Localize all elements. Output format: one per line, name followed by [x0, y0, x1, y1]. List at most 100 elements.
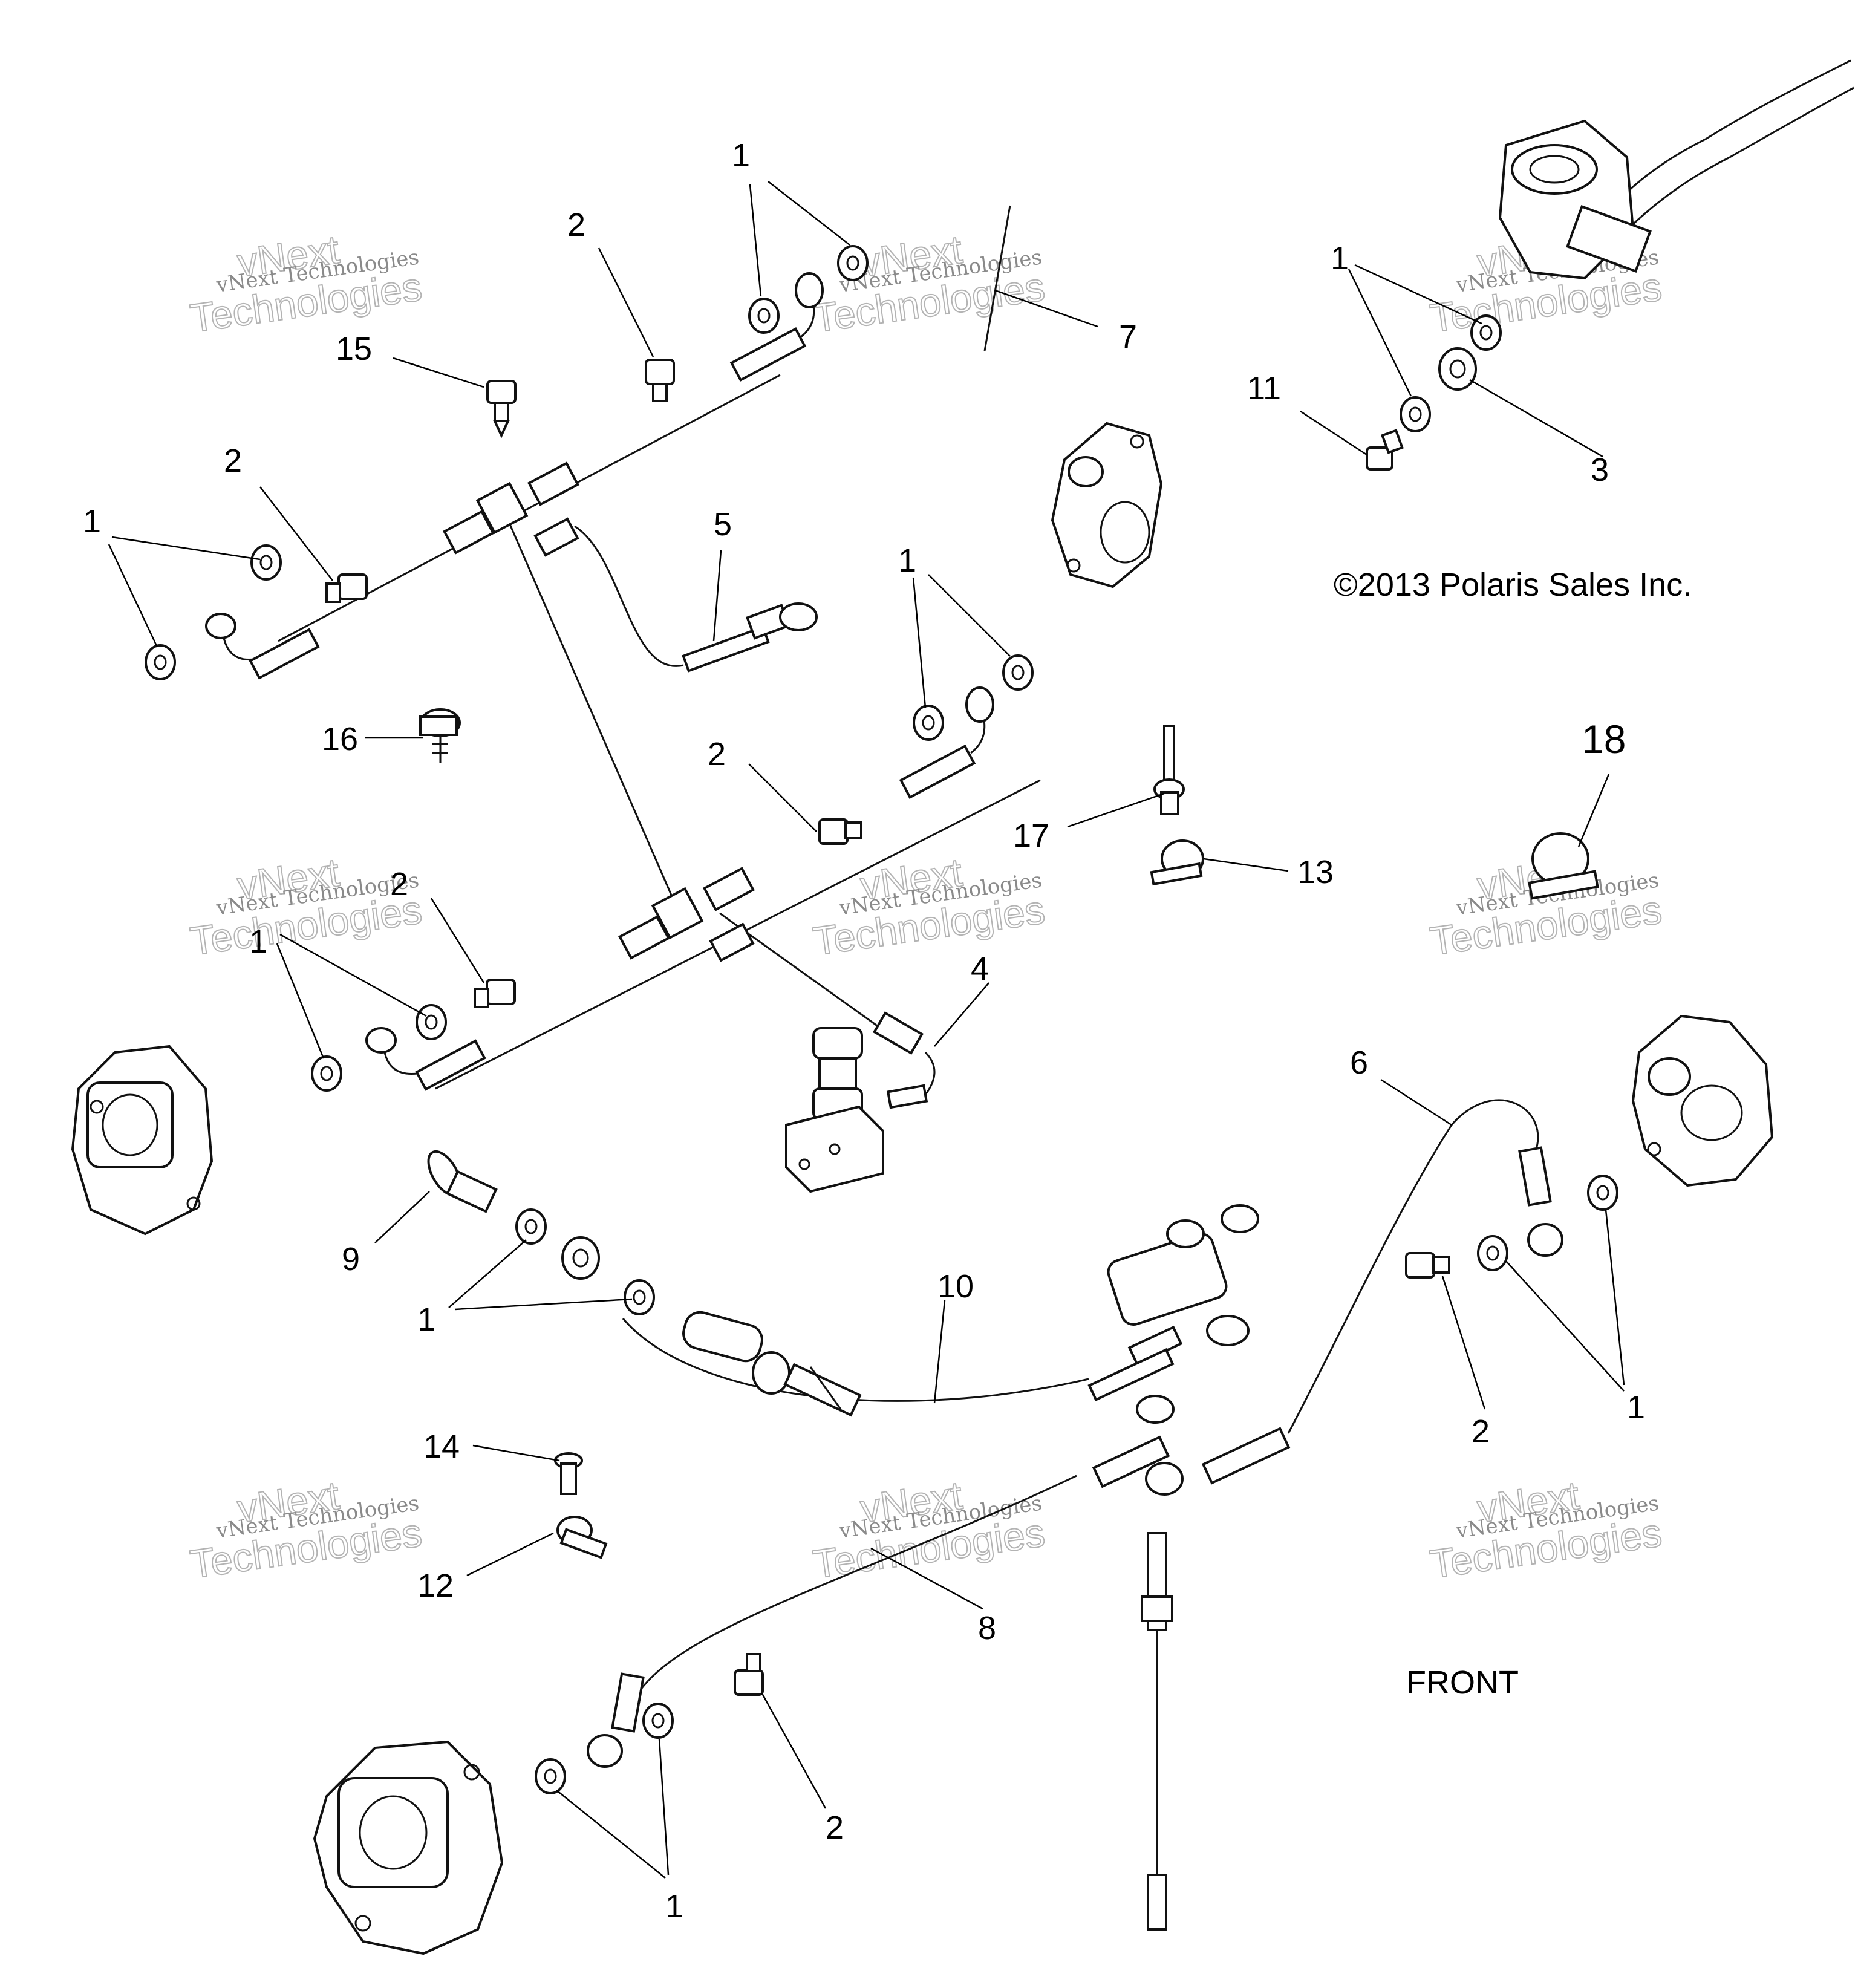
washer — [416, 1004, 447, 1040]
washer — [913, 705, 944, 741]
banjo-bolt — [818, 818, 862, 845]
callout-9: 9 — [342, 1241, 360, 1277]
components — [71, 59, 1854, 1955]
washer — [624, 1279, 655, 1315]
rear-master-cylinder — [682, 1311, 862, 1417]
callout-1: 1 — [1331, 240, 1349, 276]
clip-16 — [419, 708, 461, 763]
front-brake-caliper-right — [1631, 1014, 1774, 1187]
callout-2: 2 — [1472, 1413, 1490, 1450]
banjo-bolt — [645, 359, 675, 402]
washer — [642, 1703, 674, 1739]
washer — [748, 298, 780, 334]
brake-line-5 — [574, 525, 684, 667]
line-fitting — [872, 1011, 936, 1109]
diagonal-brake-line — [507, 520, 673, 896]
callout-1: 1 — [1627, 1389, 1645, 1426]
leader-lines — [108, 181, 1625, 1879]
washer — [311, 1055, 342, 1092]
upper-brake-line — [278, 374, 781, 642]
brake-distribution-block — [1087, 1204, 1259, 1402]
front-label: FRONT — [1406, 1664, 1519, 1701]
watermark: vNext vNext Technologies Technologies — [810, 849, 1048, 965]
callout-2: 2 — [826, 1810, 844, 1846]
callout-8: 8 — [978, 1610, 996, 1646]
callout-1: 1 — [417, 1302, 435, 1338]
callout-1: 1 — [83, 503, 101, 539]
washer — [250, 544, 282, 581]
proportioning-valve — [785, 1027, 884, 1193]
brake-line-8-caliper-end — [587, 1672, 645, 1768]
callout-1: 1 — [665, 1888, 683, 1924]
washer — [145, 644, 176, 680]
callout-4: 4 — [971, 951, 989, 987]
clip-9 — [427, 1150, 498, 1213]
washer — [1400, 396, 1431, 432]
crush-washer — [561, 1236, 600, 1280]
brake-line-6 — [1287, 1099, 1539, 1434]
callout-12: 12 — [417, 1568, 454, 1604]
rear-brake-caliper-bottom — [313, 1740, 504, 1955]
callout-1: 1 — [249, 924, 267, 960]
banjo-fitting — [365, 1027, 486, 1091]
callout-2: 2 — [567, 207, 585, 243]
watermark: vNext vNext Technologies Technologies — [187, 226, 425, 342]
banjo-bolt — [1366, 429, 1404, 471]
banjo-fitting — [729, 272, 824, 382]
callout-15: 15 — [336, 331, 372, 367]
washer — [515, 1208, 547, 1245]
banjo-bolt — [734, 1653, 764, 1696]
clamp-18 — [1528, 832, 1599, 900]
callout-14: 14 — [423, 1429, 460, 1465]
brake-rod-7 — [983, 205, 1011, 351]
banjo-fitting — [899, 686, 994, 800]
brake-line-8 — [628, 1475, 1077, 1712]
clip-12 — [556, 1516, 608, 1559]
rivet-17 — [1153, 725, 1185, 815]
banjo-fitting — [682, 602, 818, 673]
washer — [1477, 1235, 1508, 1271]
callout-2: 2 — [224, 443, 242, 479]
callout-10: 10 — [937, 1268, 974, 1305]
front-brake-caliper-upper — [1051, 422, 1163, 588]
callout-16: 16 — [322, 721, 358, 757]
lower-tee-fitting — [618, 867, 755, 962]
clamp-13 — [1150, 839, 1204, 886]
banjo-fitting — [205, 613, 320, 680]
washer — [1470, 314, 1502, 351]
callout-13: 13 — [1297, 854, 1334, 890]
rear-brake-caliper-left — [71, 1045, 214, 1236]
callout-3: 3 — [1591, 452, 1609, 488]
watermark: vNext vNext Technologies Technologies — [187, 849, 425, 965]
callout-2: 2 — [390, 866, 408, 902]
master-cylinder — [1498, 59, 1854, 280]
callout-5: 5 — [714, 506, 732, 543]
washer — [1587, 1175, 1618, 1211]
fittings — [145, 245, 1618, 1794]
watermark: vNext vNext Technologies Technologies — [810, 226, 1048, 342]
braided-brake-hose — [1141, 1532, 1173, 1931]
brake-line-6-end — [1518, 1146, 1563, 1257]
callout-18: 18 — [1582, 717, 1626, 761]
callouts: 1 2 7 15 1 11 3 2 1 5 1 16 2 18 17 13 2 … — [83, 137, 1645, 1924]
callout-2: 2 — [708, 736, 726, 772]
brake-line-8-end — [1092, 1395, 1291, 1496]
callout-11: 11 — [1247, 370, 1281, 406]
copyright-notice: ©2013 Polaris Sales Inc. — [1334, 567, 1692, 603]
upper-tee-fitting — [443, 461, 579, 557]
callout-6: 6 — [1350, 1045, 1368, 1081]
banjo-bolt — [325, 573, 368, 603]
washer — [837, 245, 869, 281]
callout-7: 7 — [1119, 319, 1137, 355]
washer — [1002, 654, 1034, 691]
watermark: vNext vNext Technologies Technologies — [1427, 1472, 1665, 1588]
banjo-bolt — [1405, 1252, 1450, 1279]
callout-1: 1 — [898, 543, 916, 579]
callout-1: 1 — [732, 137, 750, 174]
bolt-15 — [486, 380, 517, 438]
washer — [535, 1758, 566, 1794]
rivet-14 — [554, 1452, 583, 1495]
watermark: vNext vNext Technologies Technologies — [810, 1472, 1048, 1588]
callout-17: 17 — [1013, 818, 1049, 854]
